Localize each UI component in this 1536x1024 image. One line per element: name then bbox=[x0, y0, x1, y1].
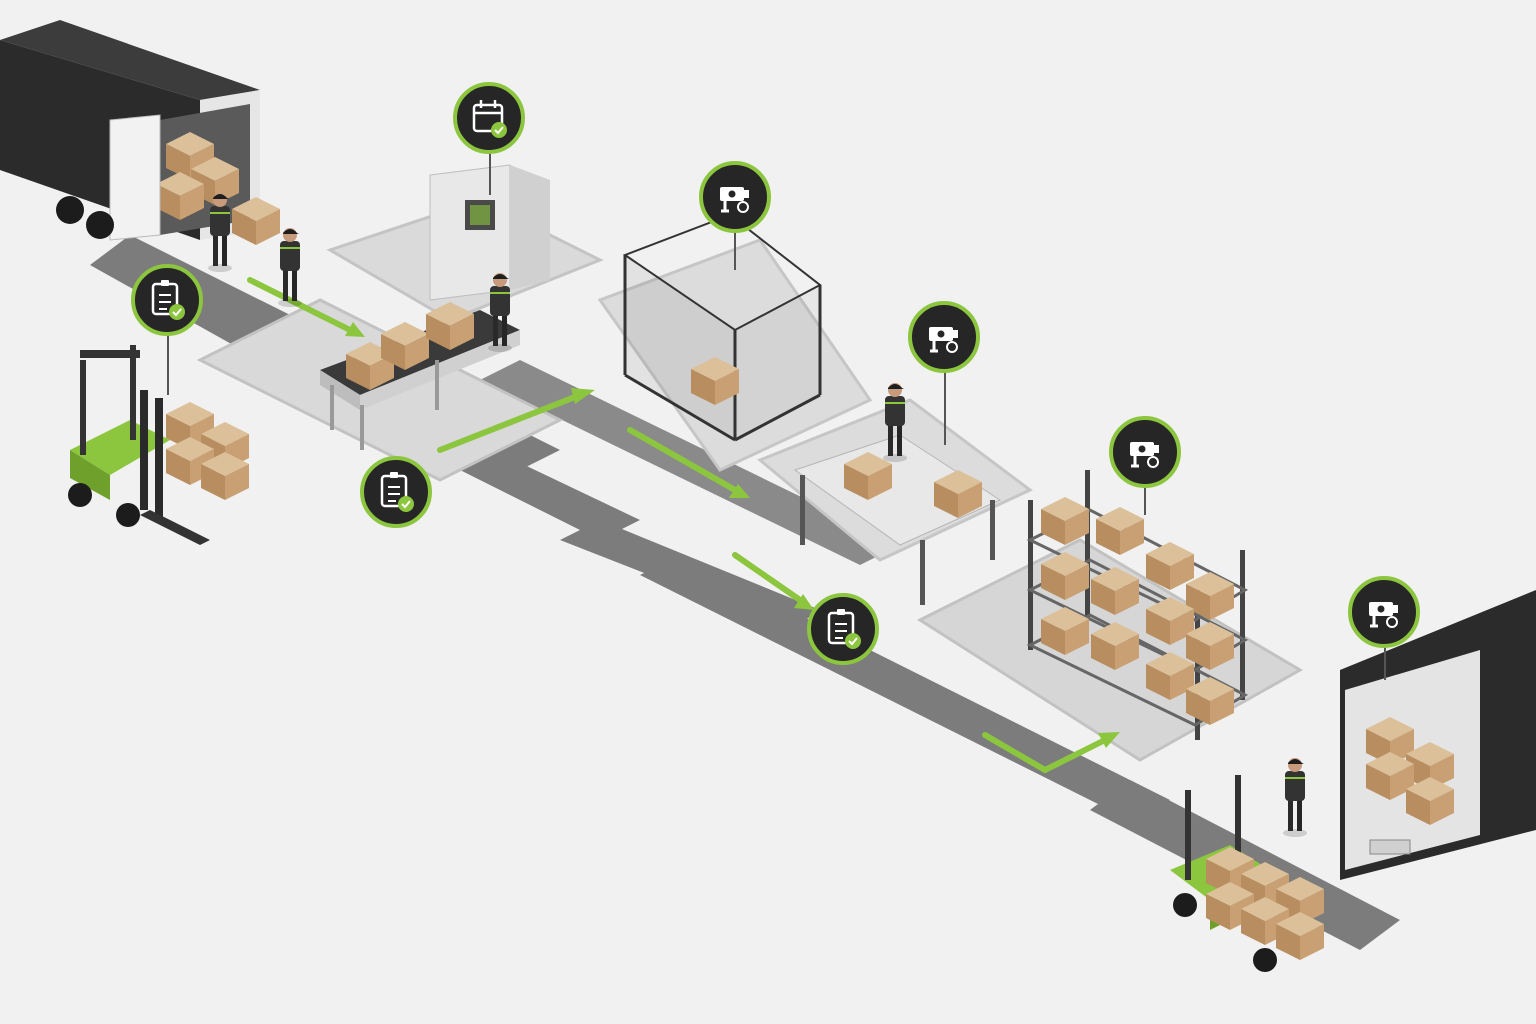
secure-cage bbox=[622, 213, 822, 442]
badge-conveyor-inspection[interactable] bbox=[360, 456, 432, 528]
flow-arrow-4 bbox=[732, 552, 803, 603]
badge-packing-station[interactable] bbox=[908, 301, 980, 373]
storage-racks bbox=[1026, 470, 1249, 740]
flow-arrow-3 bbox=[627, 427, 738, 493]
security-camera-icon bbox=[1369, 602, 1398, 628]
badge-packing-audit[interactable] bbox=[807, 593, 879, 665]
flow-arrow-2-head bbox=[571, 388, 595, 404]
scanning-station bbox=[429, 164, 550, 301]
badge-scanning-station[interactable] bbox=[453, 82, 525, 154]
flow-arrow-5 bbox=[982, 732, 1108, 774]
flow-arrow-1-head bbox=[345, 322, 365, 337]
flow-arrow-2 bbox=[437, 392, 583, 453]
badge-connectors bbox=[167, 150, 1386, 680]
outbound-truck bbox=[1340, 590, 1536, 880]
conveyor-inspection bbox=[320, 302, 520, 450]
clipboard-check-icon bbox=[827, 609, 861, 649]
inbound-truck bbox=[0, 20, 260, 241]
clipboard-check-icon bbox=[380, 472, 414, 512]
badge-storage-racks[interactable] bbox=[1109, 416, 1181, 488]
security-camera-icon bbox=[929, 327, 958, 353]
security-camera-icon bbox=[1130, 442, 1159, 468]
forklift-receiving bbox=[68, 345, 249, 545]
clipboard-check-icon bbox=[151, 280, 185, 320]
calendar-check-icon bbox=[472, 100, 507, 138]
security-camera-icon bbox=[720, 187, 749, 213]
badge-forklift-receiving[interactable] bbox=[131, 264, 203, 336]
badge-secure-cage[interactable] bbox=[699, 161, 771, 233]
flow-arrow-3-head bbox=[729, 484, 750, 498]
flow-arrow-5-head bbox=[1098, 732, 1120, 748]
flow-arrows bbox=[247, 277, 1120, 774]
flow-arrow-4-head bbox=[794, 594, 814, 610]
badge-outbound-truck[interactable] bbox=[1348, 576, 1420, 648]
worker-loading bbox=[1283, 758, 1307, 837]
packing-station bbox=[793, 434, 1002, 605]
forklift-outbound bbox=[1170, 775, 1324, 972]
